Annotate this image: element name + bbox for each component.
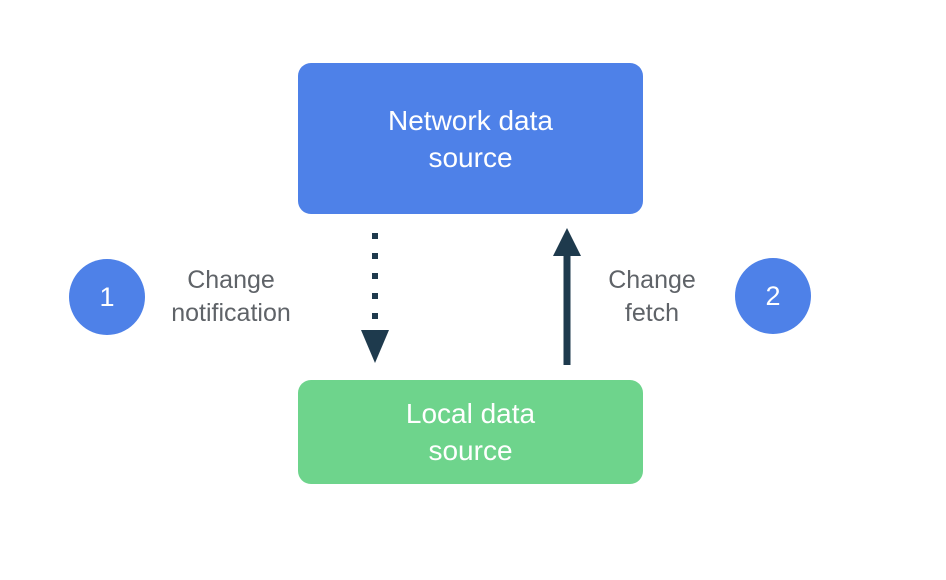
network-data-source-label: Network data source xyxy=(388,104,553,173)
step-1-badge: 1 xyxy=(69,259,145,335)
step-2-badge: 2 xyxy=(735,258,811,334)
change-notification-dotted-arrow-down xyxy=(361,233,389,363)
change-fetch-label: Change fetch xyxy=(608,266,696,327)
change-notification-label: Change notification xyxy=(171,266,291,327)
local-data-source-label: Local data source xyxy=(405,398,536,466)
step-2-number: 2 xyxy=(765,280,781,311)
step-1-number: 1 xyxy=(99,281,115,312)
local-data-source-node: Local data source xyxy=(298,380,643,484)
change-fetch-solid-arrow-up xyxy=(553,228,581,365)
network-data-source-node: Network data source xyxy=(298,63,643,214)
